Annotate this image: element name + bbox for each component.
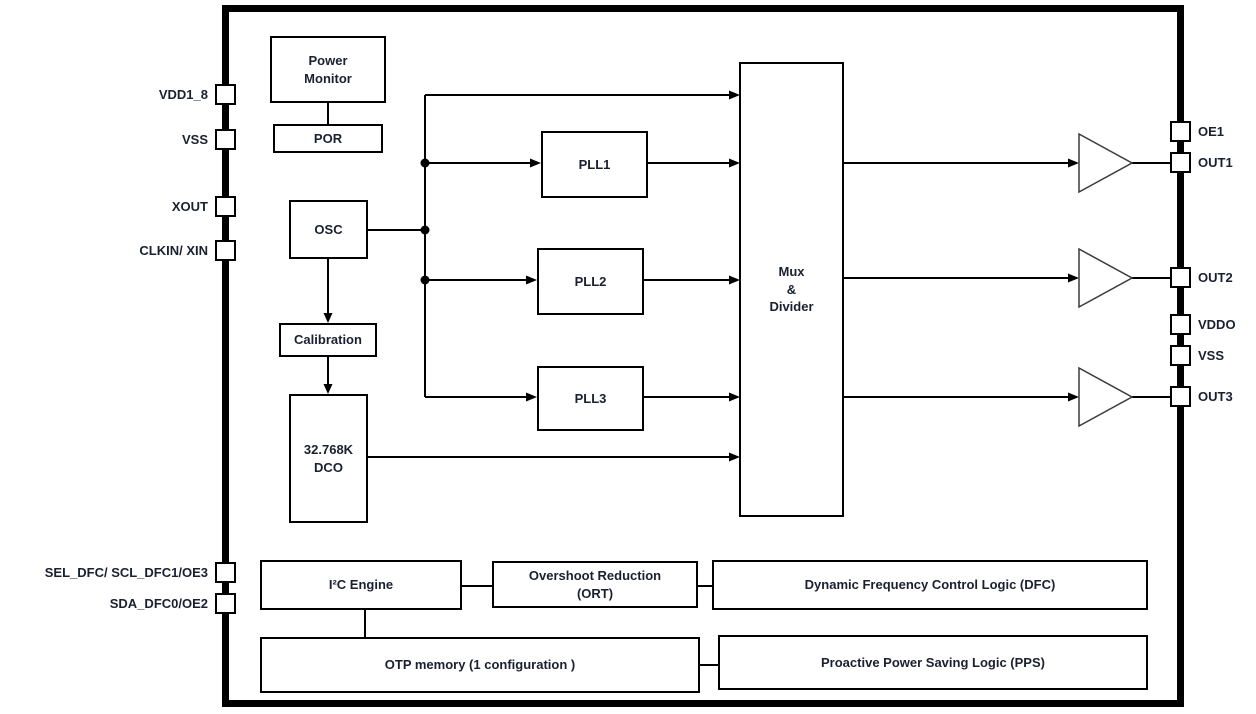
block-pll1: PLL1 — [541, 131, 648, 198]
arrow-osc-cal — [323, 313, 333, 323]
buffer2-icon — [1078, 247, 1134, 309]
arrow-pll2-mux — [729, 275, 740, 285]
pin-out3 — [1170, 386, 1191, 407]
block-i2c-engine: I²C Engine — [260, 560, 462, 610]
arrow-into-pll1 — [530, 158, 541, 168]
block-pll3: PLL3 — [537, 366, 644, 431]
pin-out1 — [1170, 152, 1191, 173]
junction-dots — [420, 158, 430, 285]
pin-label-oe1: OE1 — [1198, 124, 1225, 139]
block-power-monitor: Power Monitor — [270, 36, 386, 103]
block-pps: Proactive Power Saving Logic (PPS) — [718, 635, 1148, 690]
wires — [327, 94, 1170, 666]
pin-vss-right — [1170, 345, 1191, 366]
block-dco: 32.768K DCO — [289, 394, 368, 523]
arrow-into-pll3 — [526, 392, 537, 402]
block-dfc: Dynamic Frequency Control Logic (DFC) — [712, 560, 1148, 610]
buffer3-icon — [1078, 366, 1134, 428]
arrow-bus-mux-top — [729, 90, 740, 100]
arrow-pll3-mux — [729, 392, 740, 402]
arrow-into-buf3 — [1068, 392, 1079, 402]
pin-clkin-xin — [215, 240, 236, 261]
pin-sda-dfc0 — [215, 593, 236, 614]
pin-oe1 — [1170, 121, 1191, 142]
pin-label-vss-left: VSS — [181, 132, 208, 147]
pin-label-vdd1_8: VDD1_8 — [158, 87, 208, 102]
pin-xout — [215, 196, 236, 217]
pin-label-vss-right: VSS — [1198, 348, 1225, 363]
pin-label-sda-dfc0: SDA_DFC0/OE2 — [109, 596, 208, 611]
pin-vddo — [1170, 314, 1191, 335]
block-mux-divider: Mux & Divider — [739, 62, 844, 517]
pin-label-out3: OUT3 — [1198, 389, 1233, 404]
block-osc: OSC — [289, 200, 368, 259]
pin-label-vddo: VDDO — [1198, 317, 1236, 332]
block-otp-memory: OTP memory (1 configuration ) — [260, 637, 700, 693]
pin-label-out2: OUT2 — [1198, 270, 1233, 285]
junction-pll2 — [420, 275, 430, 285]
arrow-into-pll2 — [526, 275, 537, 285]
pin-label-clkin-xin: CLKIN/ XIN — [139, 243, 208, 258]
junction-pll1 — [420, 158, 430, 168]
pin-sel-dfc — [215, 562, 236, 583]
block-por: POR — [273, 124, 383, 153]
block-ort: Overshoot Reduction (ORT) — [492, 561, 698, 608]
arrow-dco-mux — [729, 452, 740, 462]
pin-label-xout: XOUT — [171, 199, 208, 214]
output-buffers — [1078, 132, 1134, 428]
junction-osc — [420, 225, 430, 235]
pin-out2 — [1170, 267, 1191, 288]
block-pll2: PLL2 — [537, 248, 644, 315]
pin-label-sel-dfc: SEL_DFC/ SCL_DFC1/OE3 — [44, 565, 208, 580]
block-calibration: Calibration — [279, 323, 377, 357]
arrow-into-buf1 — [1068, 158, 1079, 168]
pin-label-out1: OUT1 — [1198, 155, 1233, 170]
arrow-cal-dco — [323, 384, 333, 394]
arrowheads — [323, 90, 1079, 462]
pin-vdd1_8 — [215, 84, 236, 105]
arrow-into-buf2 — [1068, 273, 1079, 283]
arrow-pll1-mux — [729, 158, 740, 168]
pin-vss-left — [215, 129, 236, 150]
buffer1-icon — [1078, 132, 1134, 194]
